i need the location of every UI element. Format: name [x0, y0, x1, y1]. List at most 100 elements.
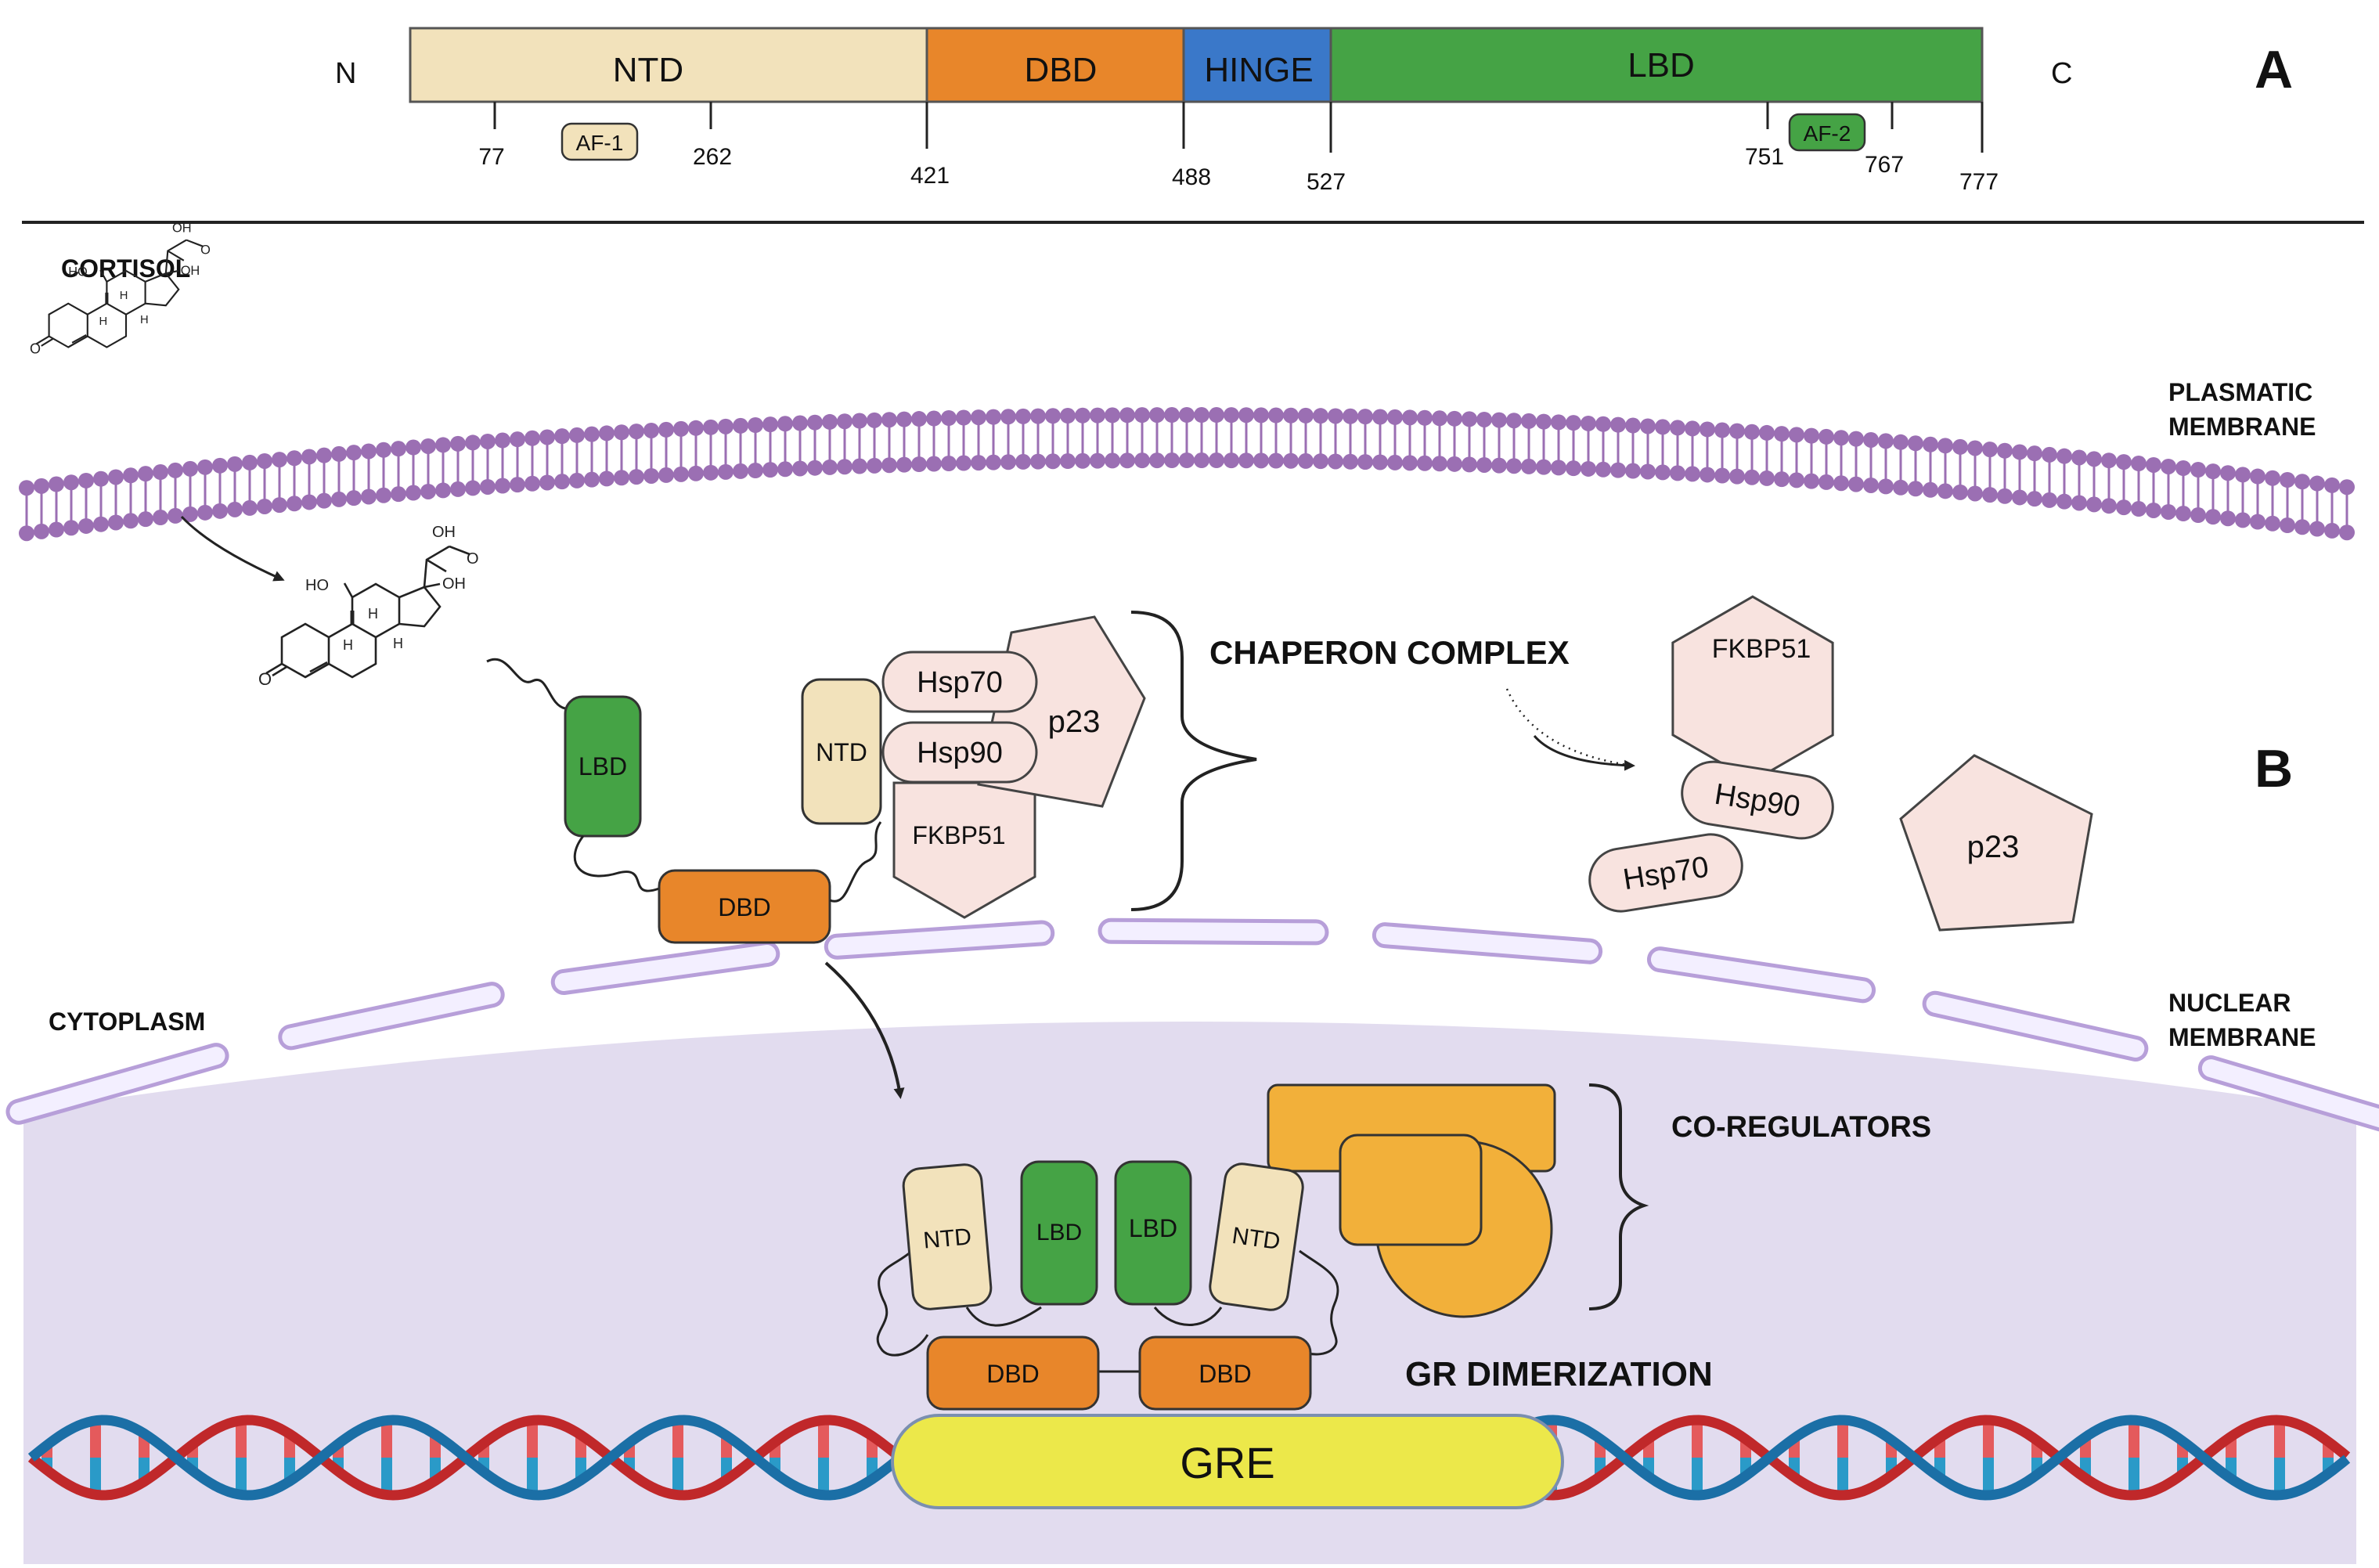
lipid-head	[93, 470, 109, 487]
lipid-head	[881, 457, 897, 474]
co-regulators-label: CO-REGULATORS	[1671, 1111, 1931, 1144]
lipid-head	[2161, 458, 2176, 474]
lipid-head	[510, 431, 525, 448]
dimer-lbd-left-label: LBD	[1036, 1220, 1082, 1245]
lipid-head	[1224, 452, 1239, 469]
coregulator-brace	[1588, 1083, 1649, 1310]
lipid-head	[1313, 453, 1328, 470]
lipid-head	[212, 457, 228, 474]
lipid-head	[718, 418, 734, 434]
lipid-head	[1313, 408, 1328, 424]
lipid-head	[1253, 407, 1269, 424]
lipid-head	[138, 511, 153, 528]
panel-b-label: B	[2255, 739, 2293, 798]
lipid-head	[1878, 478, 1894, 495]
lipid-head	[1804, 473, 1819, 489]
lipid-head	[510, 477, 525, 493]
lipid-head	[1105, 407, 1120, 424]
lipid-head	[1387, 409, 1403, 425]
lipid-head	[1833, 475, 1849, 492]
dimer-dbd-left-block	[926, 1336, 1100, 1411]
lipid-head	[361, 488, 377, 505]
lipid-head	[331, 445, 347, 462]
lipid-head	[1625, 463, 1641, 479]
lipid-head	[1774, 471, 1790, 488]
pos-77: 77	[478, 144, 504, 170]
lipid-head	[837, 413, 852, 430]
lipid-head	[2086, 451, 2102, 467]
lipid-head	[420, 438, 436, 454]
lipid-head	[1387, 454, 1403, 470]
lipid-head	[911, 456, 927, 473]
lipid-head	[867, 457, 882, 474]
cytoplasm-label: CYTOPLASM	[49, 1007, 205, 1036]
lipid-head	[1060, 453, 1076, 470]
lipid-head	[1432, 410, 1447, 427]
lipid-head	[1908, 481, 1923, 497]
lipid-head	[2027, 445, 2042, 462]
lipid-head	[867, 412, 882, 428]
lipid-head	[1700, 421, 1715, 438]
hinge-domain-bar	[1182, 27, 1332, 103]
lipid-head	[1164, 452, 1180, 469]
svg-text:OH: OH	[432, 524, 456, 541]
lipid-head	[807, 414, 823, 431]
lipid-head	[2339, 524, 2355, 541]
chaperon-brace	[1130, 611, 1257, 911]
lipid-head	[1030, 408, 1046, 424]
lipid-head	[19, 480, 34, 496]
lipid-head	[465, 434, 481, 451]
base-pair	[236, 1458, 247, 1495]
lipid-head	[599, 425, 615, 442]
hsp90-pill-bound	[881, 721, 1038, 784]
lipid-head	[2324, 477, 2340, 493]
lipid-head	[1670, 420, 1685, 436]
hsp90-bound-label: Hsp90	[917, 737, 1003, 770]
c-terminus-label: C	[2051, 57, 2072, 90]
lipid-head	[1491, 457, 1507, 474]
nuclear-pore	[550, 941, 780, 996]
lipid-head	[168, 507, 183, 524]
lipid-head	[733, 417, 748, 434]
lipid-head	[1298, 407, 1314, 424]
lipid-head	[420, 483, 436, 499]
af1-badge	[561, 122, 639, 161]
base-pair	[818, 1420, 829, 1458]
panel-a: N C A NTD DBD HINGE LBD 77 262 421 488 5…	[22, 27, 2364, 224]
lipid-head	[2294, 474, 2310, 490]
lipid-head	[2190, 507, 2206, 524]
lipid-head	[2116, 454, 2132, 470]
lipid-head	[733, 463, 748, 479]
hinge-domain-label: HINGE	[1204, 51, 1313, 89]
lipid-head	[1804, 427, 1819, 444]
svg-text:OH: OH	[442, 575, 466, 593]
lipid-head	[1952, 484, 1968, 500]
pos-527: 527	[1307, 169, 1346, 195]
lipid-head	[971, 455, 986, 471]
lipid-head	[2205, 463, 2221, 480]
lipid-head	[1789, 427, 1804, 443]
lipid-head	[2161, 503, 2176, 520]
dbd-block-label: DBD	[718, 893, 771, 921]
lipid-head	[376, 442, 391, 458]
lipid-head	[227, 501, 243, 517]
svg-text:H: H	[120, 290, 128, 302]
nuclear-pore	[1372, 922, 1603, 964]
svg-text:HO: HO	[68, 265, 88, 279]
lipid-head	[1402, 409, 1418, 426]
dimer-dbd-right-block	[1138, 1336, 1312, 1411]
p23-bound-label: p23	[1048, 705, 1101, 739]
lipid-head	[435, 482, 451, 499]
lipid-head	[465, 480, 481, 496]
lipid-head	[2235, 467, 2251, 483]
pos-751: 751	[1745, 144, 1784, 170]
base-pair	[2128, 1420, 2139, 1458]
lipid-head	[1328, 453, 1343, 470]
lipid-head	[1060, 408, 1076, 424]
lipid-head	[1551, 460, 1566, 476]
svg-text:H: H	[393, 636, 403, 651]
lipid-head	[406, 485, 421, 501]
lipid-head	[316, 492, 332, 509]
